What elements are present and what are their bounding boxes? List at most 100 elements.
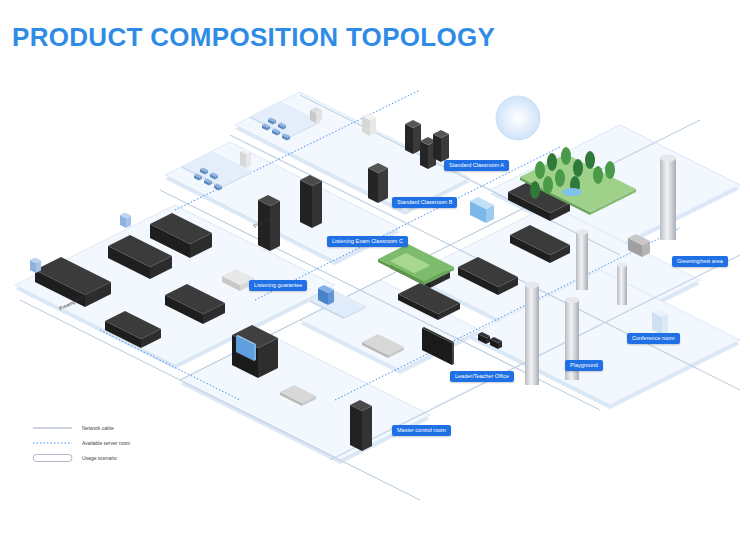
desk	[214, 184, 222, 188]
legend-text: Usage scenario	[82, 455, 117, 461]
server-line	[175, 90, 420, 210]
network-cable	[230, 135, 740, 390]
microphone-pair	[478, 332, 490, 338]
callout-box: Conference room	[627, 333, 680, 344]
wall-speaker	[368, 168, 378, 203]
column-speaker-top	[660, 154, 676, 161]
legend-dotted-sample	[33, 443, 72, 444]
rack-cabinet	[362, 406, 372, 451]
bottle	[120, 213, 131, 219]
legend-text: Network cable	[82, 425, 114, 431]
callout-box: Master control room	[392, 425, 451, 436]
platform	[180, 335, 430, 460]
desk	[278, 123, 286, 127]
column-speaker	[525, 285, 539, 385]
server-line	[100, 330, 240, 400]
tree	[561, 147, 571, 165]
rack-cabinet	[350, 400, 372, 411]
camera	[310, 107, 322, 113]
platform	[470, 270, 740, 405]
page-title: PRODUCT COMPOSITION TOPOLOGY	[12, 22, 495, 53]
column-speaker-top	[576, 229, 588, 234]
desk	[272, 129, 280, 133]
callout-box: Greening/rest area	[672, 256, 728, 267]
paging-microphone	[280, 385, 316, 403]
wall-speaker	[433, 130, 449, 138]
amplifier	[35, 257, 111, 295]
wall-speaker	[405, 120, 421, 128]
column-speaker	[576, 232, 588, 290]
wall-speaker	[368, 163, 388, 173]
platform	[15, 205, 335, 365]
desk	[194, 174, 202, 178]
computer-monitor	[422, 327, 454, 343]
column-speaker-top	[617, 263, 627, 268]
desk	[210, 173, 218, 177]
wall-panel	[652, 309, 668, 317]
callout-text: Playground	[570, 362, 598, 369]
legend-text: Available server room	[82, 440, 130, 446]
wall-speaker	[413, 124, 421, 154]
network-cable	[330, 255, 740, 460]
rack-cabinet	[312, 181, 322, 228]
callout-box: Standard Classroom B	[392, 197, 457, 208]
bottle	[30, 258, 41, 264]
wall-speaker	[405, 124, 413, 154]
callout-text: Standard Classroom B	[397, 199, 452, 206]
wall-speaker	[441, 134, 449, 162]
callout-text: Standard Classroom A	[449, 162, 504, 169]
column-speaker	[617, 265, 627, 305]
wall-speaker	[420, 141, 428, 169]
server-line	[335, 228, 680, 400]
desk	[262, 124, 270, 128]
tree	[547, 153, 557, 171]
microphone-pair	[490, 337, 502, 343]
callout-box: Standard Classroom A	[444, 160, 509, 171]
column-speaker	[660, 158, 676, 240]
wall-speaker	[433, 134, 441, 162]
callout-text: Listening Exam Classroom C	[332, 238, 403, 245]
terminal-panel	[246, 152, 251, 169]
field-inner	[390, 253, 430, 273]
rack-cabinet	[350, 405, 362, 451]
console-screen	[254, 344, 256, 361]
tree	[535, 161, 545, 179]
paging-microphone	[362, 334, 404, 355]
rack-cabinet	[300, 180, 312, 228]
router	[398, 283, 460, 314]
legend-shape-sample	[33, 455, 72, 462]
horn-speaker	[628, 234, 650, 245]
callout-text: Master control room	[397, 427, 446, 434]
room-floor	[310, 289, 366, 317]
callout-text: Listening guarantee	[254, 282, 302, 289]
tree	[530, 181, 540, 199]
info-screen	[470, 197, 494, 209]
server-line	[255, 147, 560, 300]
callout-text: Leader/Teacher Office	[455, 373, 509, 380]
cloud-globe	[496, 96, 540, 140]
rack-cabinet	[270, 201, 280, 251]
screen	[318, 285, 334, 293]
desk	[268, 118, 276, 122]
desk	[282, 134, 290, 138]
classroom-floor	[182, 151, 252, 186]
legend-line-sample	[33, 428, 72, 429]
callout-box: Leader/Teacher Office	[450, 371, 514, 382]
column-speaker-top	[565, 297, 579, 303]
wall-speaker	[378, 168, 388, 203]
pond	[562, 188, 582, 196]
callout-box: Listening guarantee	[249, 280, 307, 291]
rack-cabinet	[300, 175, 322, 186]
tree	[573, 159, 583, 177]
tree	[593, 166, 603, 184]
amplifier	[165, 284, 225, 314]
platform	[300, 280, 480, 370]
network-cable	[160, 190, 600, 410]
column-speaker-top	[525, 282, 539, 288]
computer-monitor	[452, 342, 454, 365]
terminal-panel	[370, 117, 376, 136]
tree	[605, 161, 615, 179]
tree	[543, 176, 553, 194]
callout-box: Listening Exam Classroom C	[327, 236, 408, 247]
desk	[204, 179, 212, 183]
